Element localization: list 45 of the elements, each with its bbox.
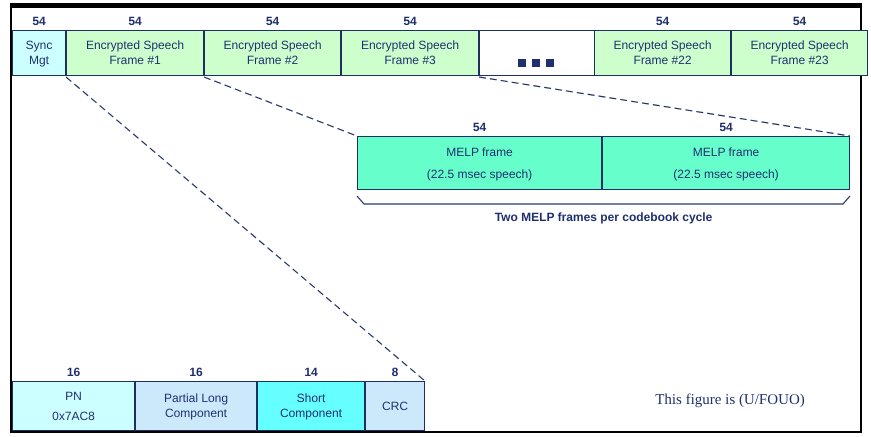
frame-cell [12, 30, 66, 76]
field-name: Partial Long Component [162, 391, 230, 421]
field-cell [257, 381, 365, 431]
bit-count: 54 [264, 14, 280, 28]
field-name: Encrypted Speech Frame #2 [222, 38, 323, 68]
field-name: MELP frame [446, 144, 513, 160]
bit-count: 54 [654, 14, 670, 28]
bit-count: 54 [402, 14, 418, 28]
field-name: MELP frame [692, 144, 760, 160]
ellipsis-box [479, 30, 594, 76]
bit-count: 16 [188, 365, 204, 379]
field-cell [365, 381, 425, 431]
bit-count: 54 [127, 14, 143, 28]
bit-count: 16 [66, 365, 82, 379]
frame-cell [594, 30, 731, 76]
field-cell [602, 136, 850, 190]
frame-cell [66, 30, 204, 76]
field-detail: 0x7AC8 [52, 408, 95, 424]
leader-line [204, 76, 358, 137]
classification-note: This figure is (U/FOUO) [654, 392, 806, 409]
bit-count: 54 [792, 14, 808, 28]
field-name: Encrypted Speech Frame #22 [612, 38, 713, 68]
field-name: Encrypted Speech Frame #23 [749, 38, 850, 68]
bit-count: 54 [472, 120, 488, 134]
bit-count: 14 [303, 365, 319, 379]
field-cell [135, 381, 257, 431]
frame-cell [341, 30, 479, 76]
field-detail: (22.5 msec speech) [426, 166, 532, 182]
field-cell [357, 136, 602, 190]
field-name: CRC [382, 398, 408, 414]
bit-count: 54 [718, 120, 734, 134]
field-name: Short Component [278, 391, 344, 421]
leader-line [478, 76, 850, 137]
field-detail: (22.5 msec speech) [673, 166, 779, 182]
field-name: Encrypted Speech Frame #1 [84, 38, 186, 68]
field-name: PN [65, 388, 82, 404]
brace-caption: Two MELP frames per codebook cycle [494, 210, 714, 224]
bit-count: 8 [390, 365, 400, 379]
bit-count: 54 [31, 14, 47, 28]
field-name: Sync Mgt [24, 38, 54, 68]
field-name: Encrypted Speech Frame #3 [360, 38, 460, 68]
leader-line [66, 76, 426, 382]
frame-cell [204, 30, 341, 76]
frame-cell [731, 30, 868, 76]
field-cell [12, 381, 135, 431]
